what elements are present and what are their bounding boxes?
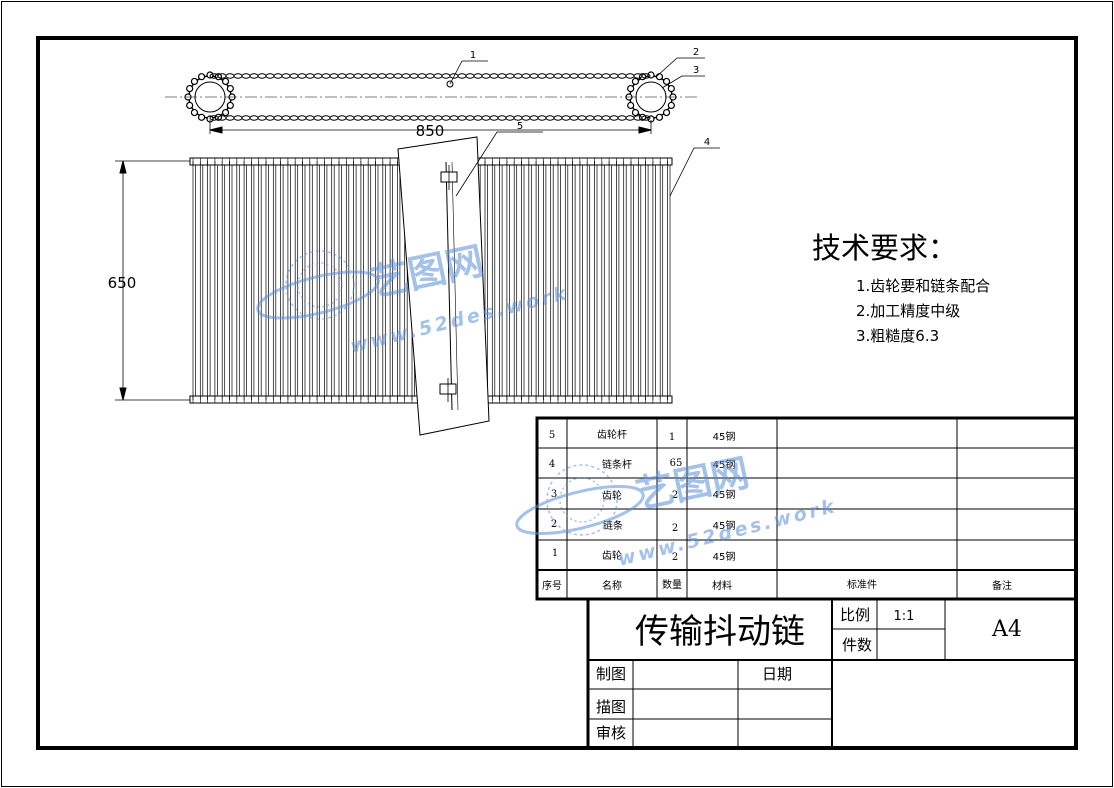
bom-row-qty: 2 [672, 552, 678, 563]
scale-value: 1:1 [894, 609, 915, 624]
tech-requirements-heading: 技术要求： [812, 231, 957, 265]
bom-row-name: 链条 [603, 519, 623, 532]
bom-header-remark: 备注 [992, 579, 1012, 592]
bom-row-no: 3 [551, 489, 557, 500]
checked-by-label: 审核 [596, 724, 626, 742]
chain-upper-strand [209, 73, 651, 79]
traced-by-label: 描图 [596, 698, 626, 716]
bom-header-no: 序号 [542, 579, 562, 592]
bom-row-name: 齿轮 [602, 549, 622, 562]
callout-leaders-front [455, 131, 720, 197]
bom-header-standard: 标准件 [847, 579, 877, 591]
bom-row-qty: 1 [669, 432, 675, 443]
bom-header-qty: 数量 [662, 578, 682, 591]
tech-requirement-3: 3.粗糙度6.3 [856, 327, 939, 345]
chain-lower-strand [209, 115, 651, 121]
watermark-globe-icon [256, 250, 380, 320]
callout-4: 4 [704, 137, 710, 148]
watermark-brand: 艺图网 [632, 450, 753, 517]
drawn-by-label: 制图 [596, 665, 626, 683]
callout-1: 1 [470, 50, 476, 61]
scale-label: 比例 [840, 606, 870, 624]
bom-row-material: 45钢 [713, 488, 736, 501]
callout-2: 2 [693, 47, 699, 58]
chain-drive-top-view [165, 71, 700, 123]
watermark-2: 艺图网 www.52des.work [515, 450, 839, 571]
dimension-850 [209, 120, 652, 134]
tech-requirement-1: 1.齿轮要和链条配合 [856, 277, 990, 295]
dimension-650 [115, 160, 190, 401]
bom-row-qty: 2 [672, 523, 678, 534]
bom-row-no: 5 [549, 430, 555, 441]
drawing-frame [36, 36, 1078, 750]
tech-requirement-2: 2.加工精度中级 [856, 302, 960, 320]
bom-row-name: 链条杆 [602, 458, 632, 471]
bom-row-qty: 2 [672, 490, 678, 501]
bom-header-material: 材料 [712, 579, 732, 592]
callout-3: 3 [693, 65, 699, 76]
dimension-850-label: 850 [416, 122, 445, 140]
date-label: 日期 [762, 665, 792, 683]
callout-leaders-top [449, 57, 705, 89]
sprocket-shaft-section [397, 136, 490, 436]
drawing-title: 传输抖动链 [635, 612, 805, 652]
bom-row-material: 45钢 [713, 458, 736, 471]
bom-row-name: 齿轮杆 [597, 428, 627, 441]
bom-row-material: 45钢 [713, 430, 736, 443]
title-block [586, 597, 1078, 750]
bom-header-name: 名称 [602, 579, 622, 592]
paper-size: A4 [991, 617, 1022, 642]
watermark-globe-icon [515, 464, 645, 536]
bom-row-name: 齿轮 [602, 489, 622, 502]
dimension-650-label: 650 [108, 274, 137, 292]
bom-row-qty: 65 [670, 458, 683, 469]
bom-row-material: 45钢 [713, 519, 736, 532]
bom-row-no: 1 [552, 548, 558, 559]
bom-row-no: 2 [551, 519, 557, 530]
count-label: 件数 [842, 636, 872, 654]
bom-row-no: 4 [549, 459, 555, 470]
bom-row-material: 45钢 [713, 550, 736, 563]
callout-5: 5 [517, 121, 523, 132]
